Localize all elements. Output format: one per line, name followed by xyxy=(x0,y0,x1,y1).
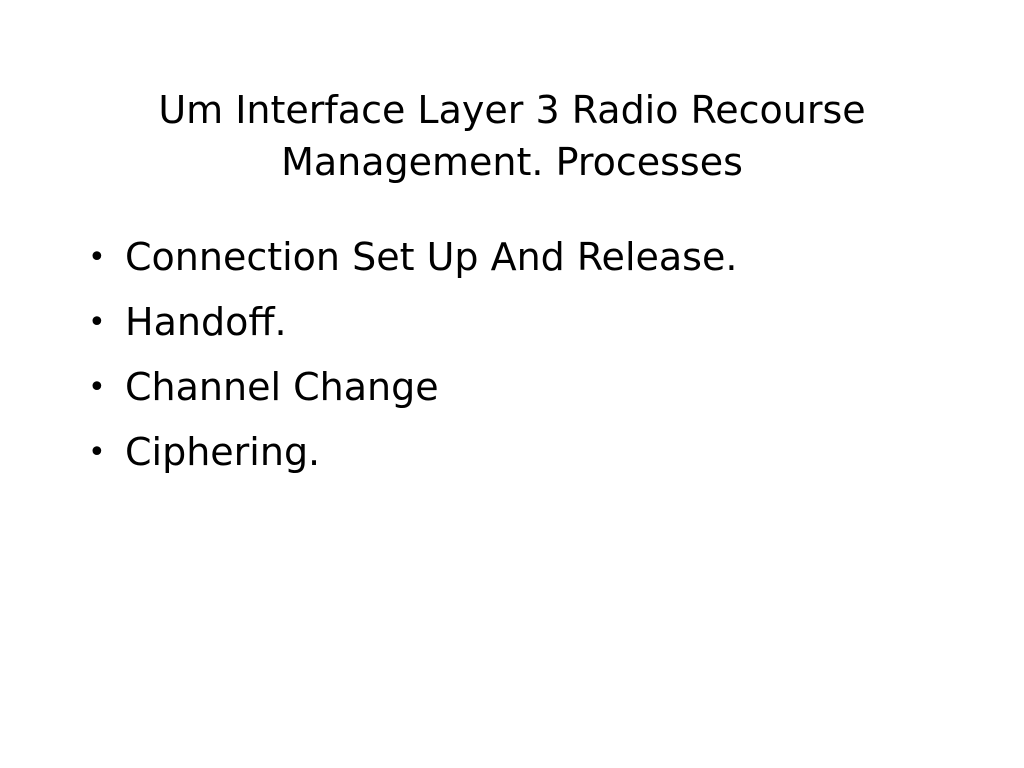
slide-title: Um Interface Layer 3 Radio Recourse Mana… xyxy=(80,84,944,188)
slide-title-line-2: Management. Processes xyxy=(281,140,743,184)
bullet-marker: • xyxy=(88,240,106,275)
bullet-text: Ciphering. xyxy=(125,430,321,474)
bullet-text: Connection Set Up And Release. xyxy=(125,235,738,279)
slide-title-line-1: Um Interface Layer 3 Radio Recourse xyxy=(158,88,866,132)
bullet-marker: • xyxy=(88,305,106,340)
bullet-marker: • xyxy=(88,370,106,405)
bullet-text: Handoff. xyxy=(125,300,287,344)
bullet-marker: • xyxy=(88,435,106,470)
bullet-text: Channel Change xyxy=(125,365,439,409)
